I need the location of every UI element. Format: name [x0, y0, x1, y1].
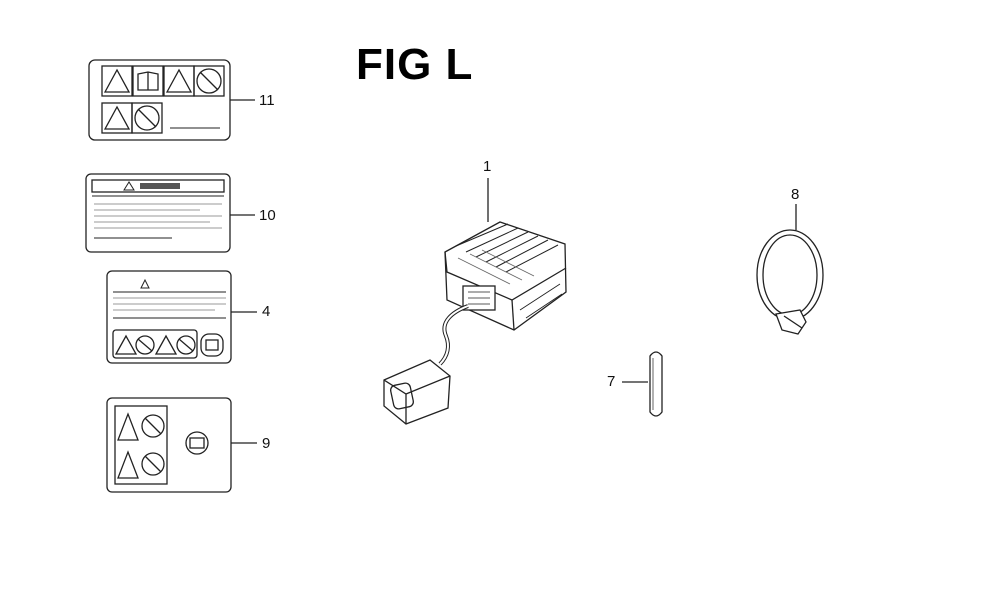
- manual-book-icon: [132, 65, 164, 97]
- callout-11: 11: [259, 92, 275, 109]
- label-9: [106, 397, 257, 493]
- regulator-rectifier: [383, 178, 567, 425]
- callout-10: 10: [259, 207, 276, 224]
- callout-1: 1: [483, 158, 492, 175]
- callout-8: 8: [791, 186, 800, 203]
- prohibition-icon: [131, 102, 163, 134]
- prohibition-icon: [193, 65, 225, 97]
- label-11: [88, 59, 255, 141]
- callout-7: 7: [607, 373, 616, 390]
- label-10: [85, 173, 255, 253]
- callout-4: 4: [262, 303, 271, 320]
- callout-9: 9: [262, 435, 271, 452]
- label-4: [106, 270, 257, 364]
- band-clamp: [756, 204, 824, 335]
- figure-title: FIG L: [356, 40, 474, 89]
- warning-triangle-icon: [101, 65, 133, 97]
- pin: [622, 351, 663, 417]
